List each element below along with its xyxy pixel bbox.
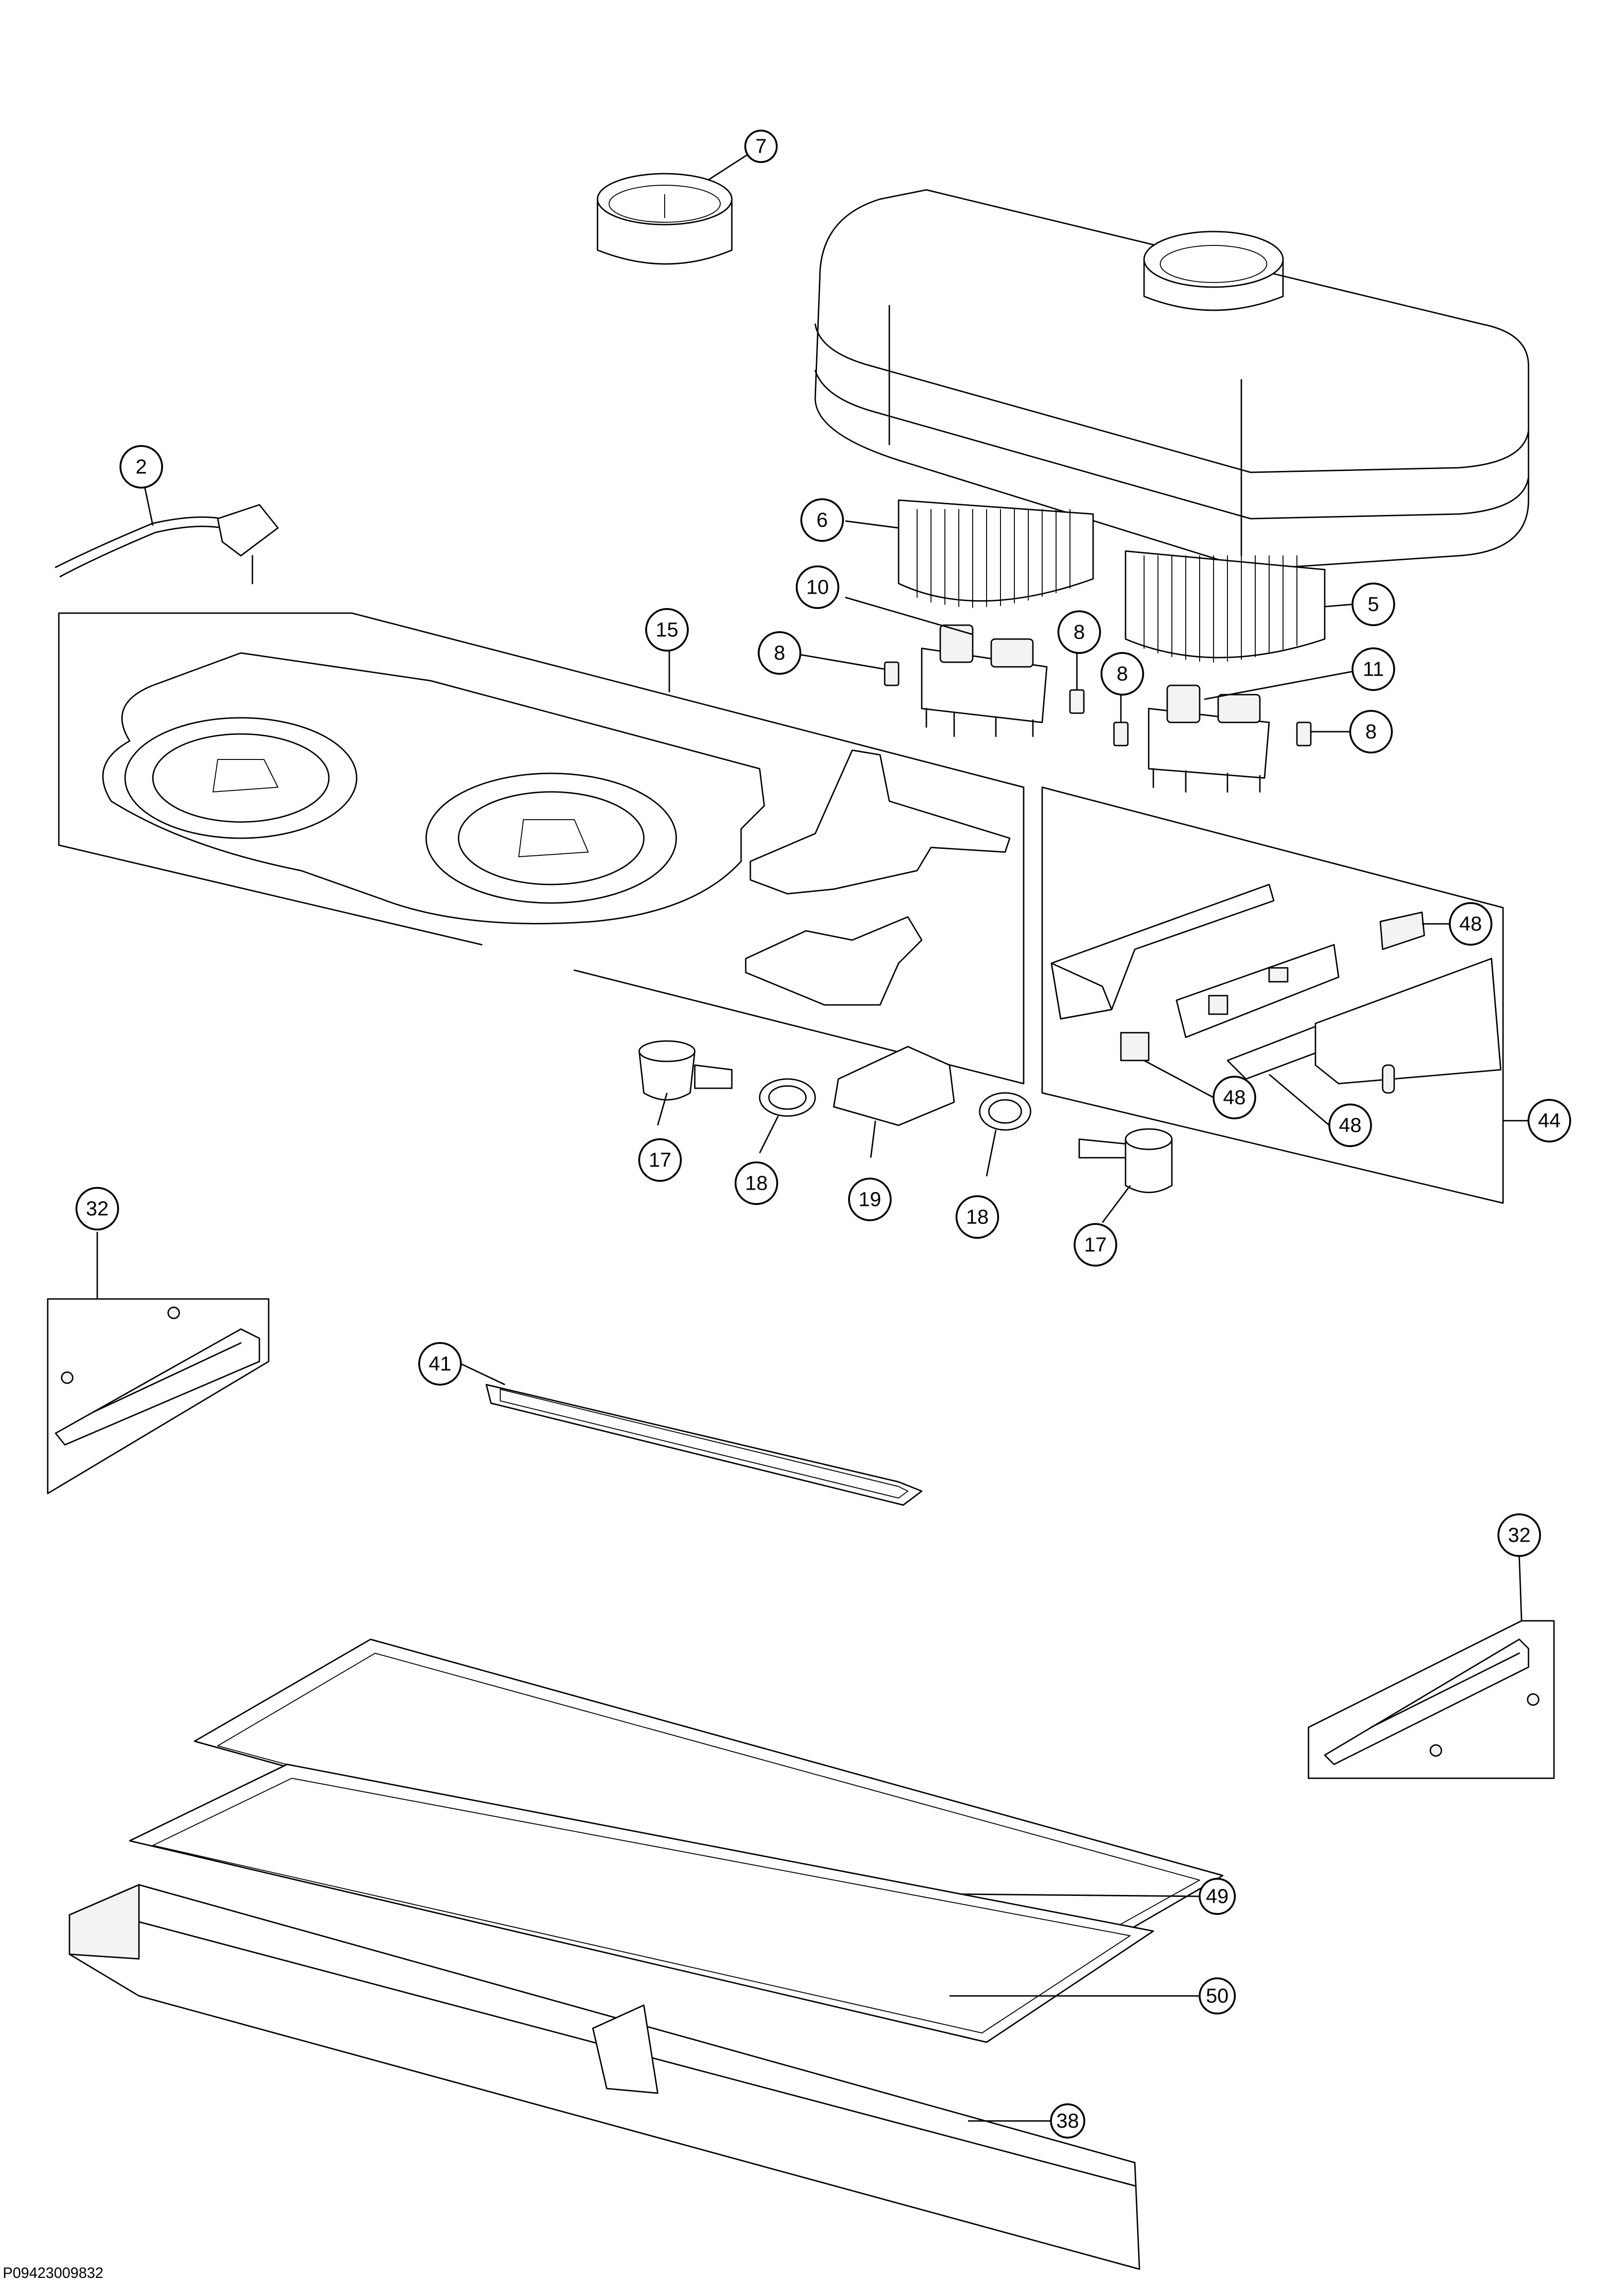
callout-8-c: 8 (1101, 652, 1144, 696)
callout-44: 44 (1528, 1099, 1571, 1142)
callout-49: 49 (1199, 1878, 1236, 1915)
callout-15: 15 (645, 608, 689, 652)
svg-text:17: 17 (649, 1149, 672, 1172)
part-38-trim-bar (69, 1884, 1140, 2270)
callout-5: 5 (1352, 583, 1395, 626)
callout-8-b: 8 (1057, 610, 1101, 654)
callout-10: 10 (796, 565, 839, 609)
callout-19: 19 (848, 1178, 892, 1221)
svg-text:18: 18 (745, 1172, 768, 1195)
callout-48-a: 48 (1449, 902, 1492, 946)
callout-18-b: 18 (956, 1195, 999, 1239)
part-5-blower-wheel (1125, 550, 1353, 663)
callout-6: 6 (800, 498, 844, 542)
svg-text:48: 48 (1223, 1086, 1246, 1109)
callout-8-d: 8 (1349, 710, 1393, 753)
callout-48-b: 48 (1213, 1076, 1256, 1119)
motor-housing (814, 189, 1529, 571)
svg-text:44: 44 (1538, 1110, 1561, 1132)
part-32-rail-right (1308, 1556, 1555, 1779)
callout-32-b: 32 (1497, 1513, 1541, 1557)
svg-text:15: 15 (656, 619, 679, 641)
svg-text:8: 8 (774, 642, 785, 665)
svg-text:38: 38 (1057, 2110, 1079, 2133)
svg-text:8: 8 (1074, 621, 1085, 644)
svg-text:2: 2 (136, 456, 147, 478)
svg-text:17: 17 (1084, 1234, 1107, 1256)
part-7-duct-collar (597, 152, 751, 265)
svg-text:48: 48 (1339, 1114, 1362, 1137)
svg-text:7: 7 (755, 135, 767, 158)
svg-text:50: 50 (1206, 1985, 1229, 2007)
callout-48-c: 48 (1328, 1104, 1372, 1147)
svg-text:32: 32 (1508, 1524, 1531, 1547)
callout-2: 2 (120, 445, 163, 489)
svg-text:11: 11 (1363, 658, 1384, 681)
part-2-power-cord (55, 481, 279, 584)
callout-41: 41 (418, 1342, 462, 1386)
svg-text:8: 8 (1365, 721, 1377, 743)
part-6-blower-wheel (845, 499, 1094, 608)
spacer-8-parts (795, 653, 1355, 747)
document-id: P09423009832 (3, 2265, 104, 2281)
part-10-motor (845, 596, 1048, 737)
part-50-filter-panel (129, 1763, 1200, 2043)
part-44-control-group (1041, 786, 1529, 1204)
svg-text:6: 6 (817, 509, 828, 532)
parts-17-18-19-row (638, 1040, 1173, 1223)
callout-11: 11 (1352, 647, 1395, 691)
callout-32-a: 32 (75, 1187, 119, 1230)
svg-text:5: 5 (1368, 593, 1379, 616)
svg-text:48: 48 (1459, 913, 1482, 935)
callout-18-a: 18 (735, 1161, 778, 1205)
svg-text:18: 18 (966, 1206, 989, 1229)
callout-17-b: 17 (1074, 1223, 1117, 1267)
callout-50: 50 (1199, 1977, 1236, 2014)
svg-text:41: 41 (429, 1353, 452, 1375)
svg-text:8: 8 (1117, 663, 1128, 685)
svg-text:49: 49 (1206, 1885, 1229, 1908)
part-32-rail-left (47, 1232, 270, 1494)
svg-text:32: 32 (86, 1198, 109, 1220)
callout-17-a: 17 (638, 1138, 682, 1182)
callout-7: 7 (744, 130, 778, 163)
callout-38: 38 (1050, 2103, 1085, 2139)
callout-8-a: 8 (758, 631, 801, 675)
part-15-fan-scroll-group (58, 612, 1025, 1085)
part-11-motor (1148, 671, 1353, 793)
svg-text:19: 19 (859, 1188, 881, 1211)
svg-text:10: 10 (806, 576, 829, 599)
part-41-gasket (460, 1363, 923, 1506)
